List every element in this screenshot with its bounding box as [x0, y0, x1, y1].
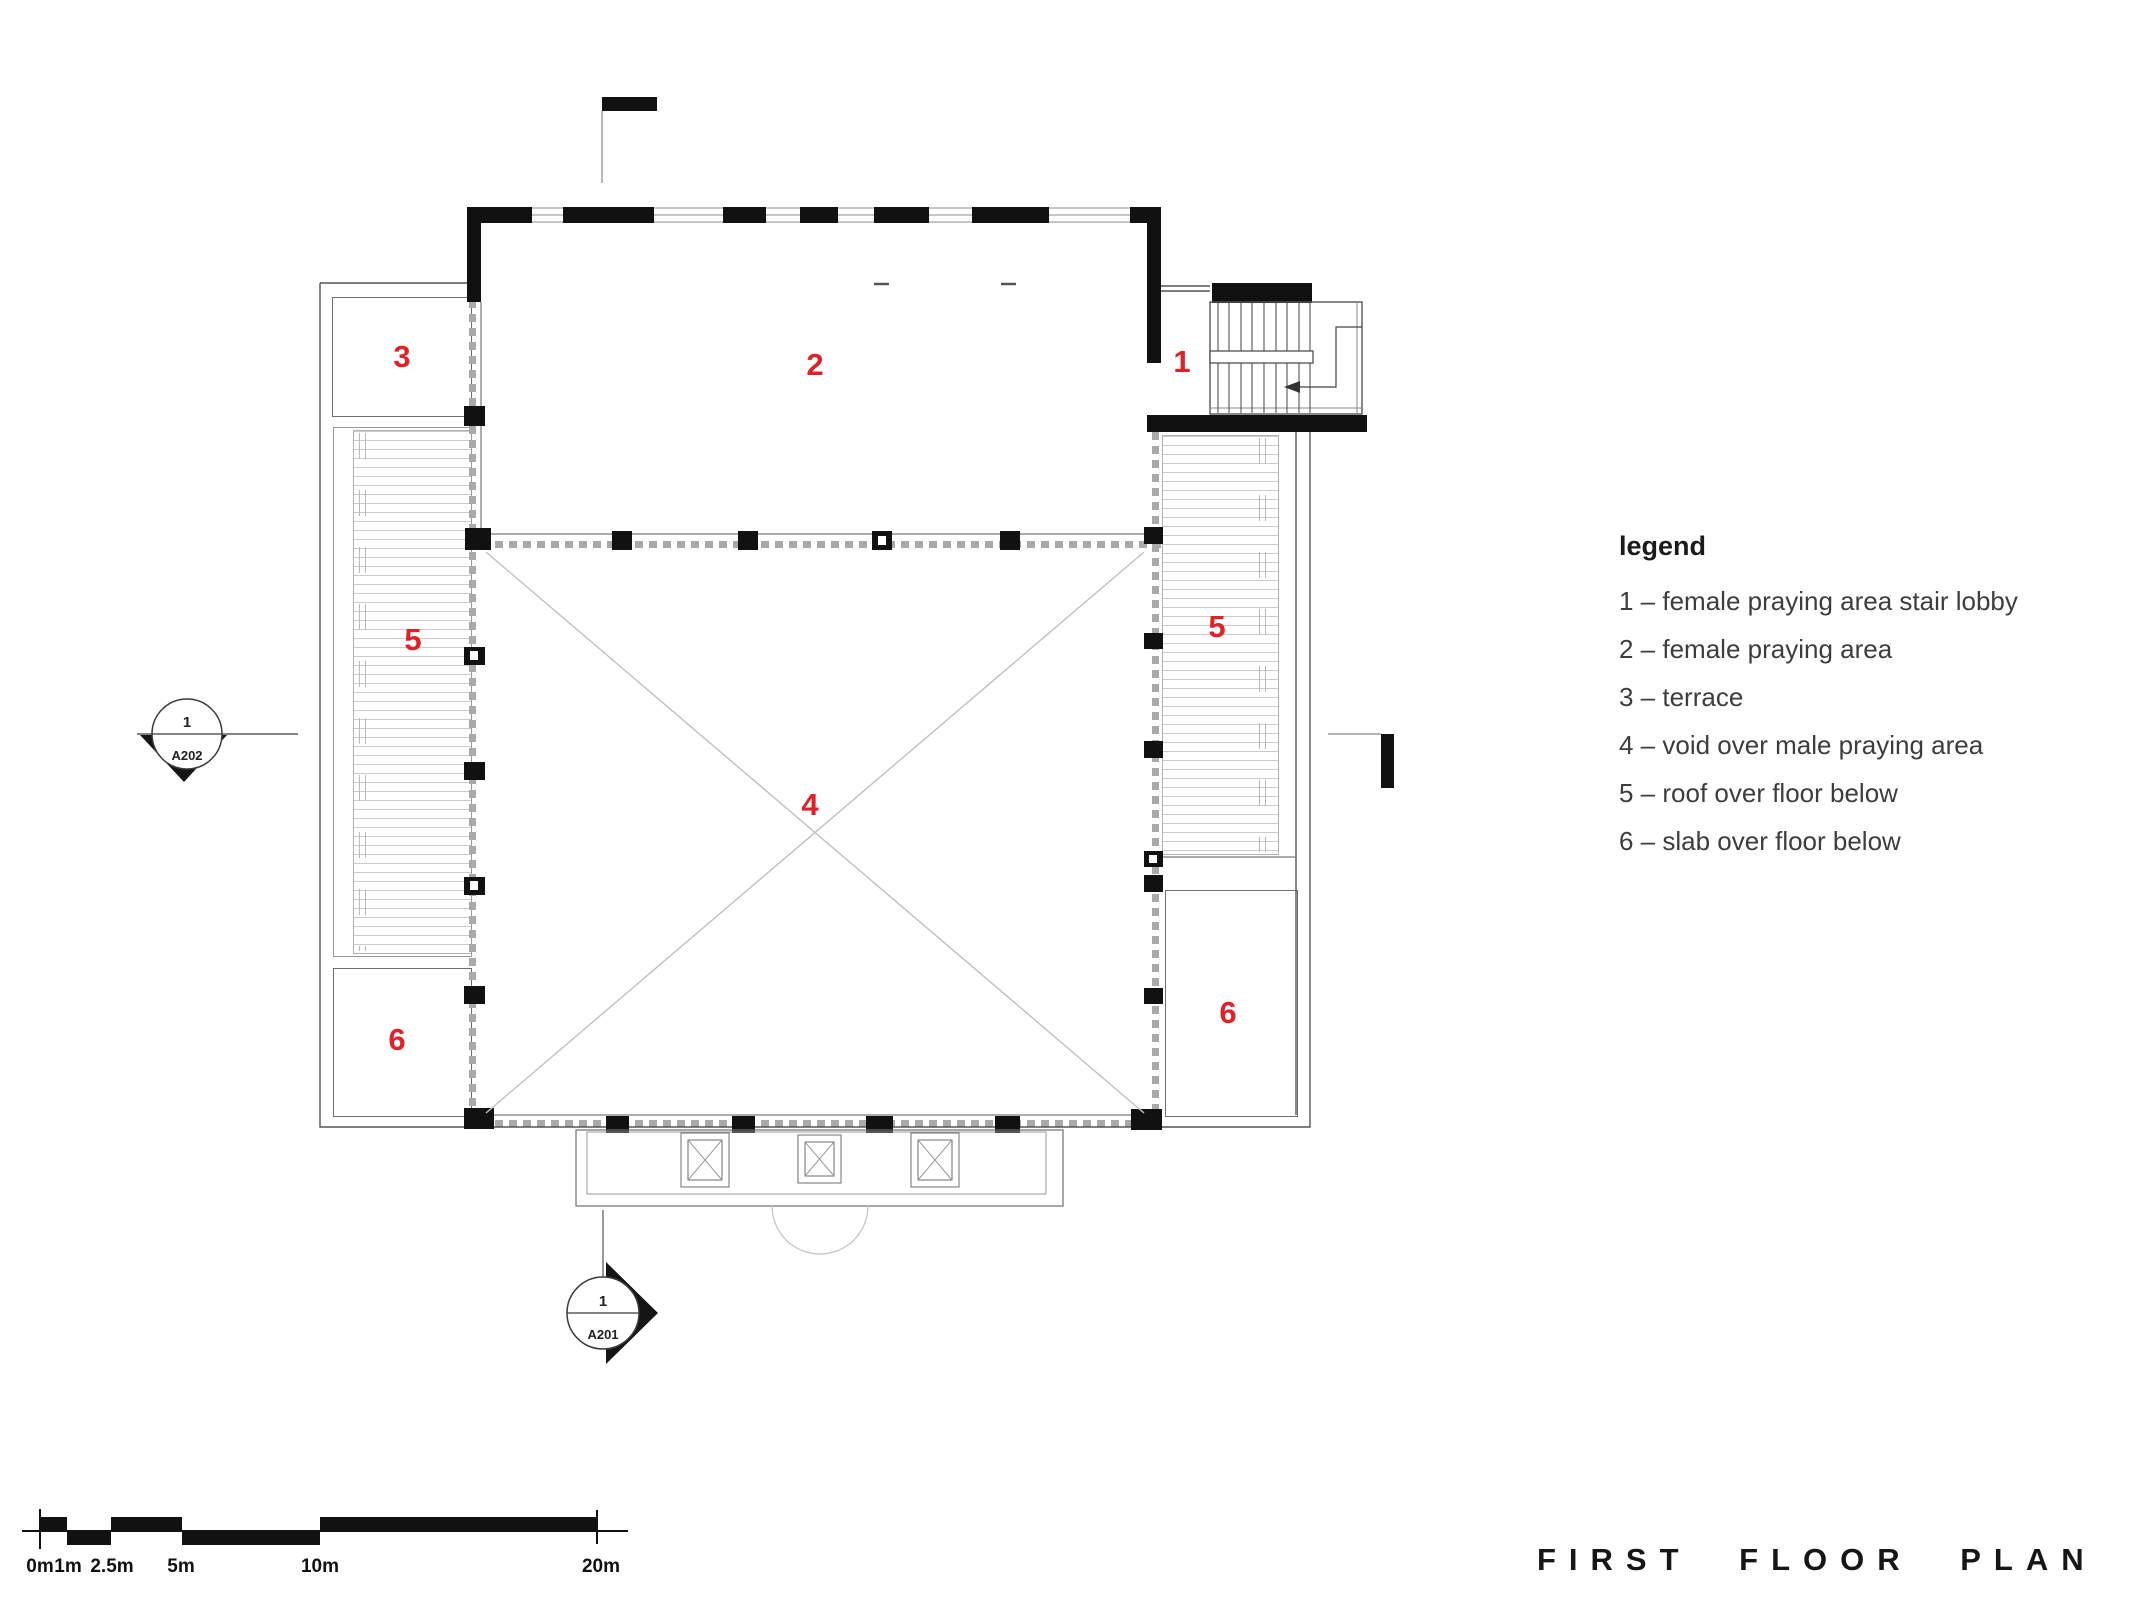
- entrance-canopy: [575, 1129, 1064, 1255]
- legend: legend 1 – female praying area stair lob…: [1619, 531, 2018, 865]
- roof-hatch-right: [1162, 435, 1279, 855]
- dashed-wall-east: [1152, 432, 1159, 1128]
- scale-segment: [182, 1531, 320, 1545]
- scale-label: 20m: [581, 1556, 621, 1577]
- dashed-wall-room2-bottom: [467, 541, 1161, 548]
- section-sheet: A201: [587, 1327, 618, 1342]
- legend-item: 5 – roof over floor below: [1619, 777, 1898, 808]
- section-number: 1: [183, 714, 191, 731]
- room-label-roof-right: 5: [1208, 609, 1226, 644]
- scale-label: 1m: [54, 1556, 82, 1577]
- room-label-terrace: 3: [393, 339, 411, 374]
- scale-label: 10m: [300, 1556, 340, 1577]
- legend-title: legend: [1619, 531, 1707, 561]
- room2-window-band: [467, 207, 1161, 223]
- columns: [464, 406, 1163, 1133]
- legend-item: 1 – female praying area stair lobby: [1619, 585, 2018, 616]
- legend-item: 6 – slab over floor below: [1619, 825, 1901, 856]
- room-label-stair-lobby: 1: [1173, 344, 1191, 379]
- scale-segment: [111, 1517, 182, 1531]
- scale-label: 2.5m: [90, 1556, 134, 1577]
- scale-segment: [67, 1531, 111, 1545]
- stair-walk-line: [1300, 326, 1362, 388]
- section-sheet: A202: [171, 748, 202, 763]
- grid-flag-right: [1328, 733, 1394, 788]
- roof-strip-left-outline: [333, 427, 472, 957]
- sheet-title: FIRST FLOOR PLAN: [1537, 1542, 2097, 1577]
- dashed-wall-west: [469, 300, 476, 1115]
- scale-tick-start: [39, 1509, 41, 1549]
- section-arrow-down-icon: [140, 735, 227, 782]
- section-marker-a202: 1 A202: [137, 698, 298, 782]
- scale-segment: [40, 1517, 67, 1531]
- black-walls: [467, 207, 1367, 432]
- legend-item: 3 – terrace: [1619, 681, 1744, 712]
- room-label-female-praying: 2: [806, 347, 824, 382]
- section-arrow-right-icon: [606, 1262, 658, 1364]
- void-diagonals: [485, 551, 1145, 1114]
- room-label-slab-right: 6: [1219, 995, 1237, 1030]
- door-swing-arc: [771, 1205, 869, 1255]
- stair-railing: [1209, 350, 1314, 364]
- room-label-slab-left: 6: [388, 1022, 406, 1057]
- stairs: [1209, 301, 1363, 415]
- legend-item: 4 – void over male praying area: [1619, 729, 1984, 760]
- stair-treads: [1217, 303, 1311, 413]
- legend-item: 2 – female praying area: [1619, 633, 1893, 664]
- scale-tick-end: [596, 1510, 598, 1544]
- grid-flag-top: [601, 97, 657, 183]
- scale-label: 0m: [26, 1556, 54, 1577]
- scale-bar-baseline: [22, 1530, 628, 1532]
- room-label-void: 4: [801, 787, 819, 822]
- section-number: 1: [599, 1293, 607, 1310]
- room-label-roof-left: 5: [404, 622, 422, 657]
- section-marker-a201: 1 A201: [566, 1210, 658, 1364]
- scale-segment: [320, 1517, 597, 1531]
- scale-label: 5m: [167, 1556, 195, 1577]
- stair-direction-arrow-icon: [1284, 381, 1300, 393]
- dashed-wall-void-bottom: [467, 1120, 1167, 1127]
